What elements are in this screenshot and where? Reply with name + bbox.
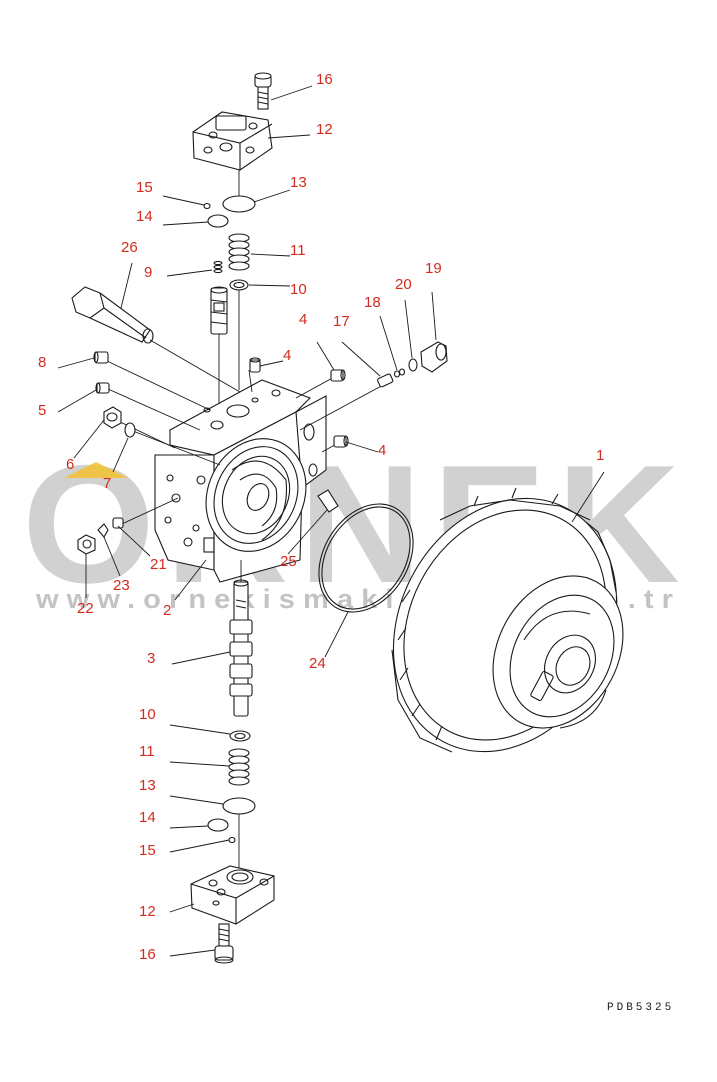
spool-3 <box>229 579 253 717</box>
callout: 10 <box>139 706 156 723</box>
ring-18 <box>393 368 406 378</box>
callout: 12 <box>316 121 333 138</box>
callout: 3 <box>147 650 155 667</box>
callout: 24 <box>309 655 326 672</box>
callout-leaders <box>57 85 605 957</box>
callout: 22 <box>77 600 94 617</box>
seal-14-bottom <box>207 818 229 832</box>
callout: 4 <box>283 347 291 364</box>
oring-20 <box>408 358 418 372</box>
oring-23 <box>97 523 109 538</box>
callout: 20 <box>395 276 412 293</box>
callout: 1 <box>596 447 604 464</box>
spring-11-bottom <box>228 748 250 786</box>
washer-10-bottom <box>229 730 251 742</box>
bolt-16-bottom <box>214 923 234 964</box>
callout: 11 <box>290 242 306 259</box>
housing-1 <box>391 487 624 753</box>
ball-15-top <box>203 202 211 210</box>
plug-5 <box>95 382 110 394</box>
callout: 19 <box>425 260 442 277</box>
washer-10-top <box>229 279 249 291</box>
pin-25 <box>317 489 339 513</box>
plug-22 <box>77 534 96 555</box>
valve-body-2 <box>154 379 327 583</box>
callout: 23 <box>113 577 130 594</box>
plug-8 <box>93 351 109 364</box>
callout: 2 <box>163 602 171 619</box>
drawing-code: PDB5325 <box>607 1002 674 1014</box>
callout: 16 <box>139 946 156 963</box>
callout: 25 <box>280 553 297 570</box>
callout: 17 <box>333 313 350 330</box>
callout: 13 <box>290 174 307 191</box>
callout: 4 <box>378 442 386 459</box>
lower-stack <box>190 560 275 964</box>
plug-21 <box>112 517 124 529</box>
plug-19 <box>420 341 448 373</box>
callout: 9 <box>144 264 152 281</box>
oring-7 <box>124 422 136 438</box>
watermark-accent-mark <box>64 462 128 478</box>
callout: 10 <box>290 281 307 298</box>
spring-11-top <box>228 233 250 271</box>
plug-6 <box>103 406 122 429</box>
callout: 11 <box>139 743 155 760</box>
callout: 16 <box>316 71 333 88</box>
fitting-17 <box>377 373 394 388</box>
callout: 7 <box>103 475 111 492</box>
callout: 12 <box>139 903 156 920</box>
bolt-16-top <box>254 72 272 110</box>
callout: 15 <box>136 179 153 196</box>
ball-15-bottom <box>228 836 236 844</box>
plug-4-upper <box>249 357 261 373</box>
bolt-26 <box>71 286 241 393</box>
plug-4-right-b <box>333 435 349 448</box>
seal-14-top <box>207 214 229 228</box>
callout: 4 <box>299 311 307 328</box>
callout: 13 <box>139 777 156 794</box>
cover-12-top <box>192 111 273 171</box>
cover-12-bottom <box>190 865 275 925</box>
upper-stack <box>192 72 273 420</box>
callout: 21 <box>150 556 167 573</box>
callout: 26 <box>121 239 138 256</box>
callout: 18 <box>364 294 381 311</box>
callout: 15 <box>139 842 156 859</box>
valve-element <box>210 286 228 335</box>
spring-9 <box>213 260 223 274</box>
callout: 5 <box>38 402 46 419</box>
oring-24 <box>318 503 414 613</box>
callout: 14 <box>139 809 156 826</box>
disc-13-top <box>222 195 256 213</box>
callout: 8 <box>38 354 46 371</box>
plug-4-right-a <box>330 369 346 382</box>
callout-numbers: 16 12 15 13 14 11 26 9 10 4 17 18 20 19 … <box>38 71 604 963</box>
callout: 6 <box>66 456 74 473</box>
disc-13-bottom <box>222 797 256 815</box>
callout: 14 <box>136 208 153 225</box>
